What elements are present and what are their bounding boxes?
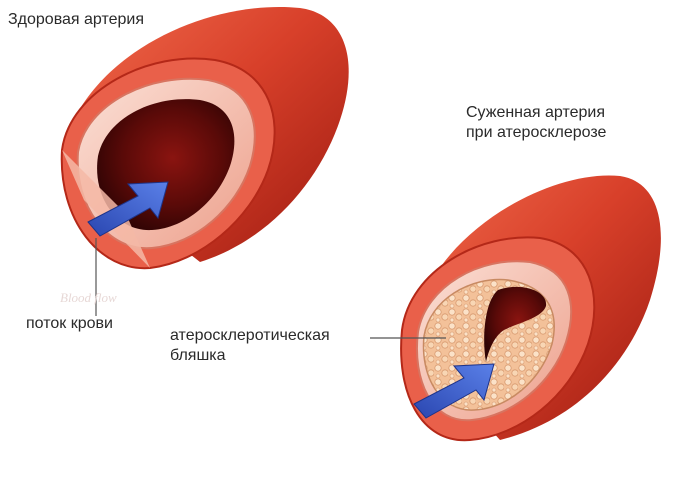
narrowed-artery — [400, 175, 661, 442]
blood-flow-label: поток крови — [26, 314, 113, 334]
narrowed-flow-arrow-icon — [413, 363, 495, 419]
healthy-artery-cut-strip — [62, 150, 150, 268]
healthy-artery-title: Здоровая артерия — [8, 10, 144, 30]
plaque-label: атеросклеротическая бляшка — [170, 326, 330, 366]
healthy-artery-lumen — [97, 99, 235, 231]
watermark-text: Blood flow — [60, 290, 117, 305]
healthy-artery — [60, 6, 349, 270]
narrowed-artery-title-line2: при атеросклерозе — [466, 124, 607, 141]
narrowed-artery-title: Суженная артерия при атеросклерозе — [466, 103, 606, 143]
healthy-artery-title-text: Здоровая артерия — [8, 11, 145, 28]
narrowed-artery-lumen — [484, 286, 547, 362]
plaque-label-line2: бляшка — [170, 347, 226, 364]
narrowed-artery-title-line1: Суженная артерия — [466, 104, 606, 121]
plaque-label-line1: атеросклеротическая — [170, 327, 330, 344]
blood-flow-label-text: поток крови — [26, 315, 113, 332]
healthy-flow-arrow-icon — [87, 181, 169, 237]
